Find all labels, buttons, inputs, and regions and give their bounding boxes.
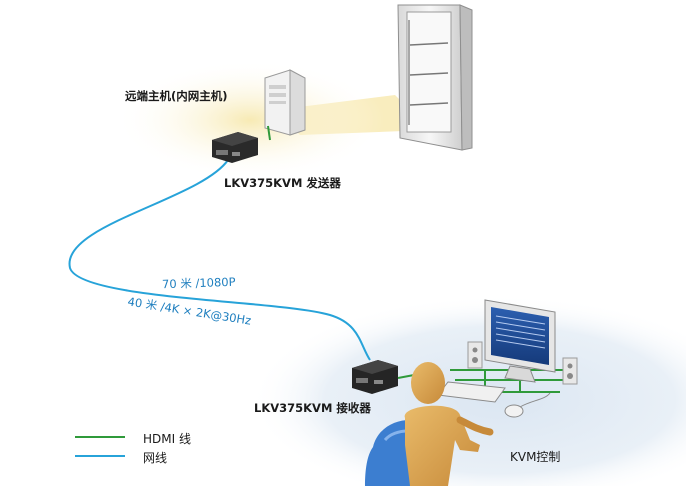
kvm-control-label: KVM控制: [510, 450, 561, 464]
right-speaker-icon: [562, 357, 578, 385]
server-rack-icon: [397, 4, 473, 151]
light-beam: [115, 60, 430, 180]
mouse-icon: [504, 392, 551, 418]
remote-host-label: 远端主机(内网主机): [125, 89, 228, 103]
transmitter-device-icon: [212, 132, 258, 163]
receiver-device-icon: [352, 360, 398, 394]
legend-hdmi-label: HDMI 线: [143, 432, 191, 446]
network-cable: [68, 159, 371, 361]
left-speaker-icon: [467, 341, 483, 369]
remote-host-tower-icon: [264, 69, 306, 141]
transmitter-label: LKV375KVM 发送器: [224, 176, 341, 190]
distance-1080p-label: 70 米 /1080P: [161, 274, 236, 292]
user-person-icon: [404, 362, 494, 486]
legend-network-label: 网线: [143, 451, 168, 465]
monitor-icon: [484, 299, 556, 383]
receiver-label: LKV375KVM 接收器: [254, 401, 371, 415]
legend: [75, 436, 125, 457]
